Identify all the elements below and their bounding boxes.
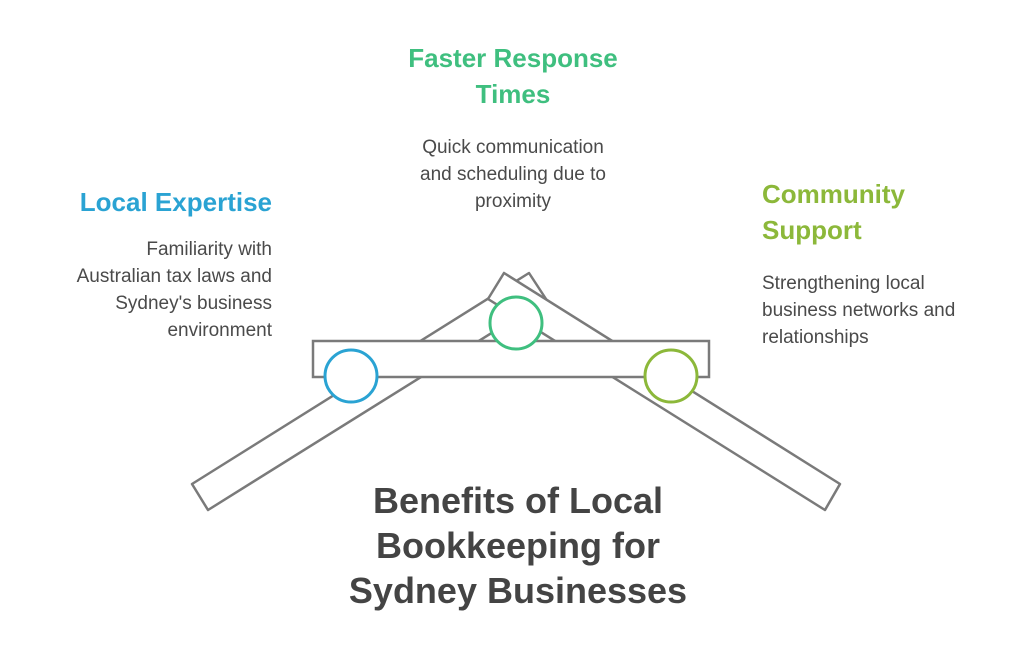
local-expertise-heading: Local Expertise	[79, 187, 272, 217]
faster-response-description: Quick communication and scheduling due t…	[420, 137, 606, 212]
local-expertise-joint	[323, 348, 379, 404]
local-expertise-description: Familiarity with Australian tax laws and…	[76, 239, 272, 341]
faster-response-heading: Faster Response Times	[408, 43, 618, 109]
community-support-description: Strengthening local business networks an…	[762, 273, 956, 348]
community-support-joint	[643, 348, 699, 404]
diagram-title: Benefits of Local Bookkeeping for Sydney…	[348, 480, 688, 611]
community-support-heading: Community Support	[762, 179, 905, 245]
faster-response-joint	[488, 295, 544, 351]
